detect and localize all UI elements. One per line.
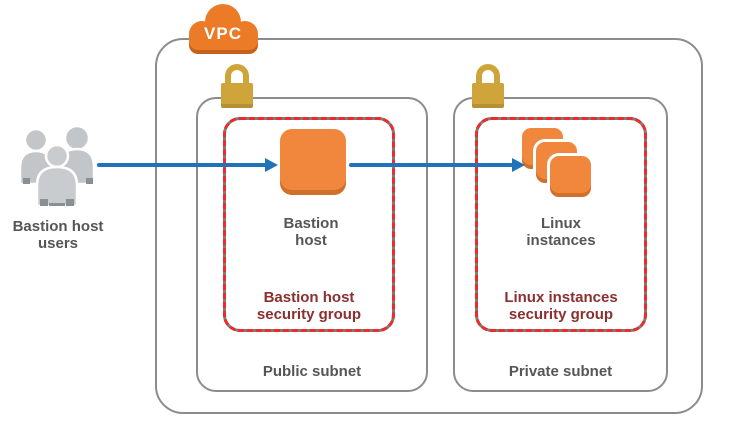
lock-body (472, 83, 504, 108)
bastion-to-linux-arrow (349, 163, 513, 167)
linux-instances-label: Linux instances (526, 215, 596, 249)
lock-shackle (476, 64, 500, 86)
vpc-cloud-icon: VPC (179, 2, 267, 56)
bastion-host-label: Bastion host (283, 215, 339, 249)
users-group-icon (16, 122, 100, 216)
private-subnet-label: Private subnet (508, 363, 613, 380)
linux-instance-icon (550, 156, 591, 197)
lock-icon (221, 64, 253, 108)
linux-security-group-label: Linux instances security group (504, 289, 618, 323)
lock-icon (472, 64, 504, 108)
vpc-label: VPC (204, 24, 242, 43)
users-label: Bastion host users (12, 218, 104, 252)
bastion-host-icon (280, 129, 346, 195)
lock-body (221, 83, 253, 108)
bastion-to-linux-arrowhead (512, 158, 525, 172)
users-to-bastion-arrow (97, 163, 267, 167)
linux-security-group-boundary (475, 117, 647, 332)
users-to-bastion-arrowhead (265, 158, 278, 172)
lock-shackle (225, 64, 249, 86)
bastion-security-group-label: Bastion host security group (256, 289, 362, 323)
bastion-security-group-boundary (223, 117, 395, 332)
public-subnet-label: Public subnet (262, 363, 362, 380)
